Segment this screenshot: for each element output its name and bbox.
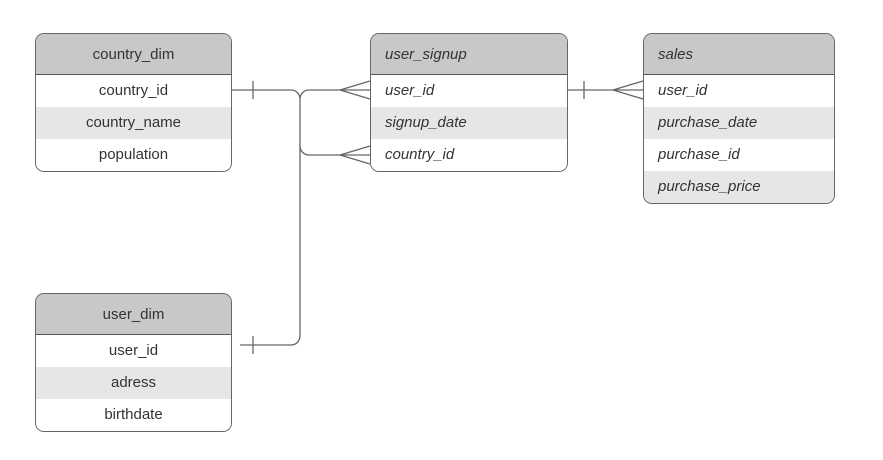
entity-title-sales: sales [644, 34, 834, 75]
connector-branch-to-user-signup-country-id [299, 145, 340, 156]
attribute-country-name[interactable]: country_name [36, 107, 231, 139]
attribute-sales-user-id[interactable]: user_id [644, 75, 834, 107]
connector-country-dim-out [232, 89, 301, 336]
cardinality-many-user-signup-country-id [339, 145, 371, 165]
attribute-purchase-id[interactable]: purchase_id [644, 139, 834, 171]
cardinality-many-user-signup-user-id [339, 80, 371, 100]
attribute-adress[interactable]: adress [36, 367, 231, 399]
attribute-user-id[interactable]: user_id [371, 75, 567, 107]
entity-title-user-dim: user_dim [36, 294, 231, 335]
attribute-country-id[interactable]: country_id [36, 75, 231, 107]
attribute-population[interactable]: population [36, 139, 231, 171]
entity-country-dim[interactable]: country_dim country_id country_name popu… [35, 33, 232, 172]
attribute-purchase-price[interactable]: purchase_price [644, 171, 834, 203]
entity-user-dim[interactable]: user_dim user_id adress birthdate [35, 293, 232, 432]
entity-sales[interactable]: sales user_id purchase_date purchase_id … [643, 33, 835, 204]
attribute-purchase-date[interactable]: purchase_date [644, 107, 834, 139]
attribute-country-id-fk[interactable]: country_id [371, 139, 567, 171]
attribute-birthdate[interactable]: birthdate [36, 399, 231, 431]
cardinality-many-sales-user-id [612, 80, 644, 100]
attribute-user-dim-user-id[interactable]: user_id [36, 335, 231, 367]
connector-user-dim-elbow [240, 335, 301, 346]
entity-user-signup[interactable]: user_signup user_id signup_date country_… [370, 33, 568, 172]
attribute-signup-date[interactable]: signup_date [371, 107, 567, 139]
entity-title-user-signup: user_signup [371, 34, 567, 75]
connector-country-dim-trunk [232, 90, 309, 345]
connector-branch-to-user-signup-user-id [299, 89, 340, 100]
entity-title-country-dim: country_dim [36, 34, 231, 75]
